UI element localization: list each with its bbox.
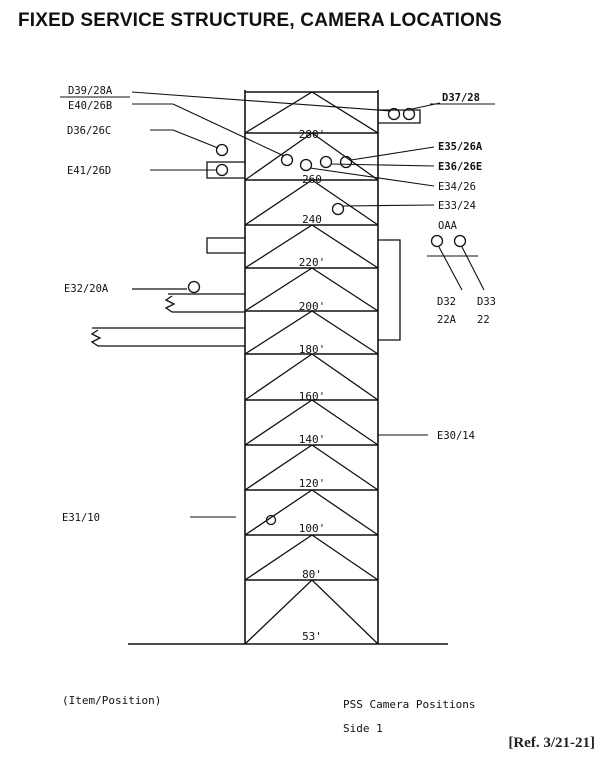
camera-markers [187,107,467,526]
tower-bracing [244,91,379,645]
camera-label-e35: E35/26A [438,141,483,153]
camera-d36 [215,143,229,157]
camera-e34 [299,158,313,172]
camera-label-oaa: OAA [438,220,458,232]
page-title: FIXED SERVICE STRUCTURE, CAMERA LOCATION… [18,10,502,31]
camera-label-e36: E36/26E [438,161,482,173]
level-labels: 280' 260 240 220' 200' 180' 160' 140' 12… [299,128,326,643]
camera-label-d37: D37/28 [442,92,480,104]
camera-e33 [331,202,345,216]
caption-side: Side 1 [343,722,383,735]
camera-d32 [430,234,444,248]
camera-d37 [402,107,416,121]
level-label: 140' [299,433,326,446]
caption-title: PSS Camera Positions [343,698,476,711]
level-label: 100' [299,522,326,535]
camera-e31 [265,514,277,526]
camera-label-e32: E32/20A [64,283,109,295]
level-label: 180' [299,343,326,356]
camera-label-d33: D33 [477,296,496,308]
camera-label-e30: E30/14 [437,430,475,442]
camera-label-d33-position: 22 [477,314,490,326]
level-label: 53' [302,630,322,643]
camera-e40 [280,153,294,167]
camera-e41 [215,163,229,177]
leader-lines [60,91,495,518]
camera-label-e41: E41/26D [67,165,111,177]
camera-d39 [387,107,401,121]
camera-label-e33: E33/24 [438,200,476,212]
level-label: 200' [299,300,326,313]
legend-note: (Item/Position) [62,694,162,707]
camera-label-d39: D39/28A [68,85,113,97]
camera-e36 [319,155,333,169]
level-label: 120' [299,477,326,490]
camera-e32 [187,280,201,294]
camera-d33 [453,234,467,248]
level-label: 80' [302,568,322,581]
level-label: 240 [302,213,322,226]
level-label: 280' [299,128,326,141]
level-label: 220' [299,256,326,269]
camera-label-d32-position: 22A [437,314,457,326]
camera-e35 [339,155,353,169]
camera-label-d36: D36/26C [67,125,111,137]
camera-label-e34: E34/26 [438,181,476,193]
camera-label-e40: E40/26B [68,100,112,112]
level-label: 260 [302,173,322,186]
camera-label-e31: E31/10 [62,512,100,524]
level-label: 160' [299,390,326,403]
camera-label-d32: D32 [437,296,456,308]
camera-labels: D39/28A E40/26B D36/26C E41/26D D37/28 E… [62,85,496,524]
reference-note: [Ref. 3/21-21] [508,735,595,751]
